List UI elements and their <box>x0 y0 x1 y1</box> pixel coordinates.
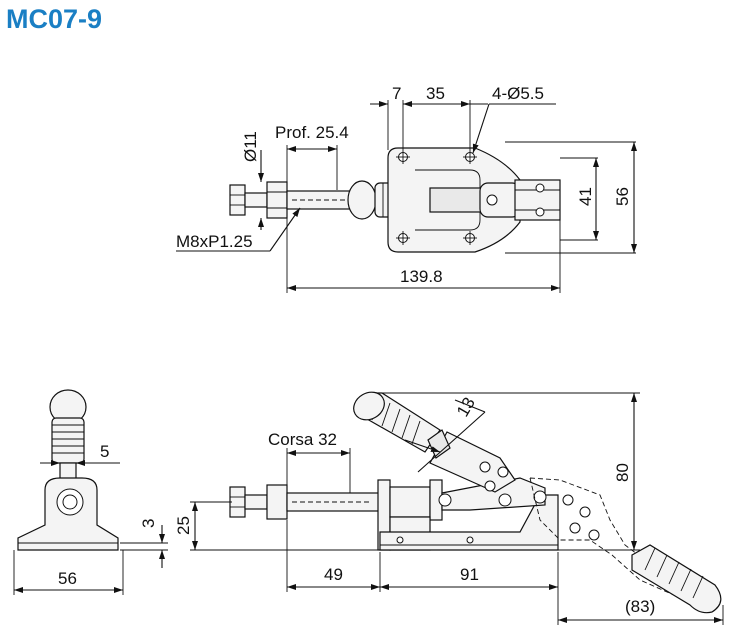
dim-56-side: 56 <box>58 569 77 588</box>
dim-thread: M8xP1.25 <box>176 232 253 251</box>
dim-91: 91 <box>460 565 479 584</box>
dim-41: 41 <box>576 187 595 206</box>
dim-5: 5 <box>100 442 109 461</box>
front-view: 13 Corsa 32 25 80 49 91 (83) <box>174 391 724 625</box>
dim-corsa: Corsa 32 <box>268 430 337 449</box>
dim-139-8: 139.8 <box>400 267 443 286</box>
dim-25: 25 <box>174 516 193 535</box>
dim-49: 49 <box>324 565 343 584</box>
dim-13: 13 <box>453 394 479 420</box>
top-view: 7 35 4-Ø5.5 Ø11 Prof. 25.4 M8xP1.25 41 5… <box>176 84 637 293</box>
dim-3: 3 <box>139 519 158 528</box>
drawing-title: MC07-9 <box>6 4 102 34</box>
dim-56-top: 56 <box>613 187 632 206</box>
dim-holes: 4-Ø5.5 <box>492 84 544 103</box>
dim-7: 7 <box>392 84 401 103</box>
dim-80: 80 <box>613 463 632 482</box>
dim-35: 35 <box>426 84 445 103</box>
dim-83: (83) <box>625 597 655 616</box>
dim-prof: Prof. 25.4 <box>275 123 349 142</box>
dim-dia11: Ø11 <box>241 131 260 162</box>
side-view: 5 3 56 <box>13 389 168 595</box>
